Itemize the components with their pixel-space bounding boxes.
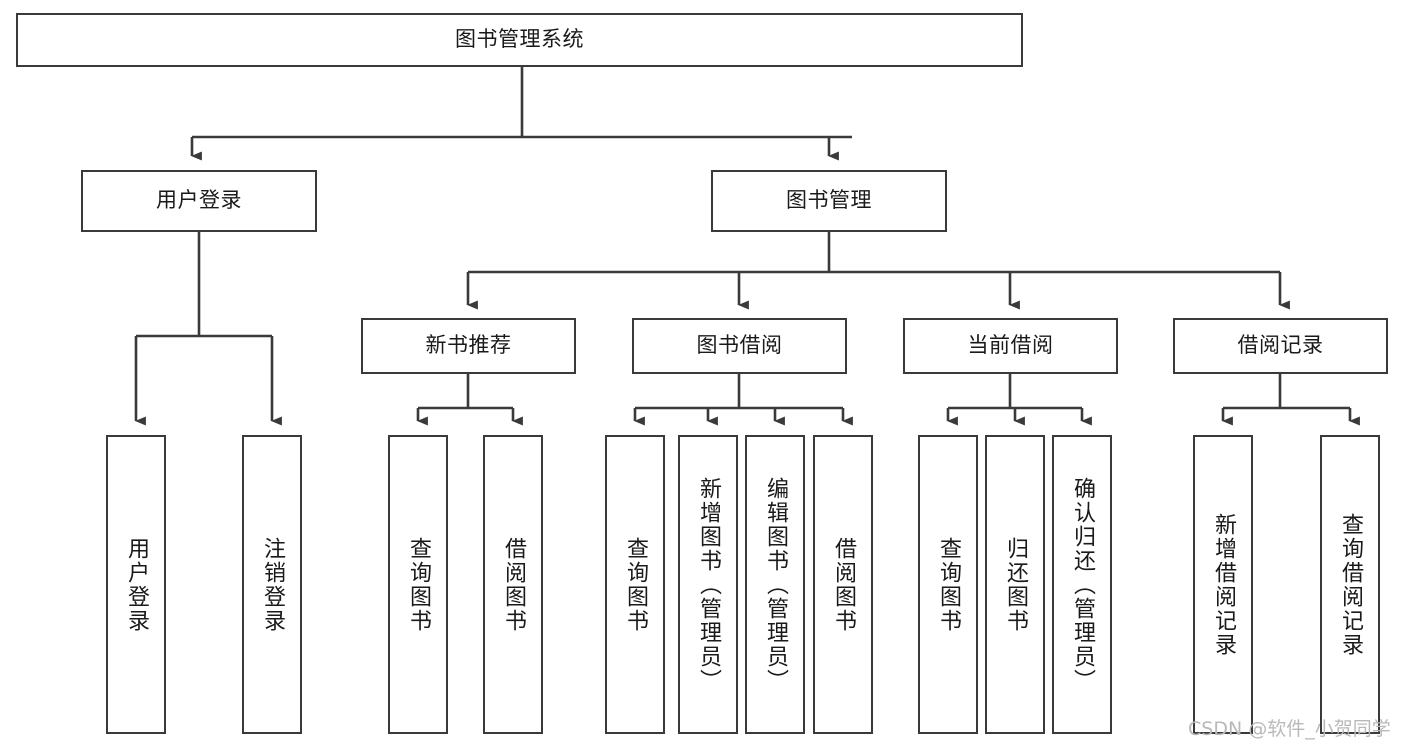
- node-new-book-recommend-label: 新书推荐: [425, 333, 512, 358]
- node-current-borrow[interactable]: 当前借阅: [903, 318, 1118, 374]
- leaf-confirm-return-admin[interactable]: 确认归还（管理员）: [1052, 435, 1112, 734]
- node-root[interactable]: 图书管理系统: [16, 13, 1023, 67]
- node-book-borrow-label: 图书借阅: [696, 333, 783, 358]
- leaf-borrow-book-new[interactable]: 借阅图书: [483, 435, 543, 734]
- leaf-query-book-current-label: 查询图书: [936, 536, 961, 633]
- leaf-query-borrow-record[interactable]: 查询借阅记录: [1320, 435, 1380, 734]
- node-user-login-label: 用户登录: [156, 188, 242, 213]
- node-user-login[interactable]: 用户登录: [81, 170, 317, 232]
- leaf-query-book-current[interactable]: 查询图书: [918, 435, 978, 734]
- leaf-return-book[interactable]: 归还图书: [985, 435, 1045, 734]
- leaf-logout[interactable]: 注销登录: [242, 435, 302, 734]
- leaf-borrow-book-label: 借阅图书: [831, 536, 856, 633]
- node-book-management[interactable]: 图书管理: [711, 170, 947, 232]
- leaf-confirm-return-admin-label: 确认归还（管理员）: [1070, 476, 1095, 693]
- leaf-edit-book-admin[interactable]: 编辑图书（管理员）: [745, 435, 805, 734]
- leaf-logout-label: 注销登录: [260, 536, 285, 633]
- leaf-borrow-book-new-label: 借阅图书: [501, 536, 526, 633]
- leaf-user-login[interactable]: 用户登录: [106, 435, 166, 734]
- node-current-borrow-label: 当前借阅: [967, 333, 1054, 358]
- leaf-borrow-book[interactable]: 借阅图书: [813, 435, 873, 734]
- node-book-borrow[interactable]: 图书借阅: [632, 318, 847, 374]
- node-new-book-recommend[interactable]: 新书推荐: [361, 318, 576, 374]
- leaf-query-borrow-record-label: 查询借阅记录: [1338, 512, 1363, 657]
- leaf-add-borrow-record[interactable]: 新增借阅记录: [1193, 435, 1253, 734]
- leaf-edit-book-admin-label: 编辑图书（管理员）: [763, 476, 788, 693]
- leaf-user-login-label: 用户登录: [124, 536, 149, 633]
- node-book-management-label: 图书管理: [786, 188, 872, 213]
- watermark-text: CSDN @软件_小贺同学: [1188, 718, 1391, 740]
- leaf-query-book-new[interactable]: 查询图书: [388, 435, 448, 734]
- leaf-query-book-new-label: 查询图书: [406, 536, 431, 633]
- node-root-label: 图书管理系统: [455, 27, 584, 52]
- node-borrow-record-label: 借阅记录: [1237, 333, 1324, 358]
- leaf-add-book-admin-label: 新增图书（管理员）: [696, 476, 721, 693]
- leaf-add-book-admin[interactable]: 新增图书（管理员）: [678, 435, 738, 734]
- leaf-add-borrow-record-label: 新增借阅记录: [1211, 512, 1236, 657]
- leaf-query-book-borrow-label: 查询图书: [623, 536, 648, 633]
- leaf-return-book-label: 归还图书: [1003, 536, 1028, 633]
- leaf-query-book-borrow[interactable]: 查询图书: [605, 435, 665, 734]
- node-borrow-record[interactable]: 借阅记录: [1173, 318, 1388, 374]
